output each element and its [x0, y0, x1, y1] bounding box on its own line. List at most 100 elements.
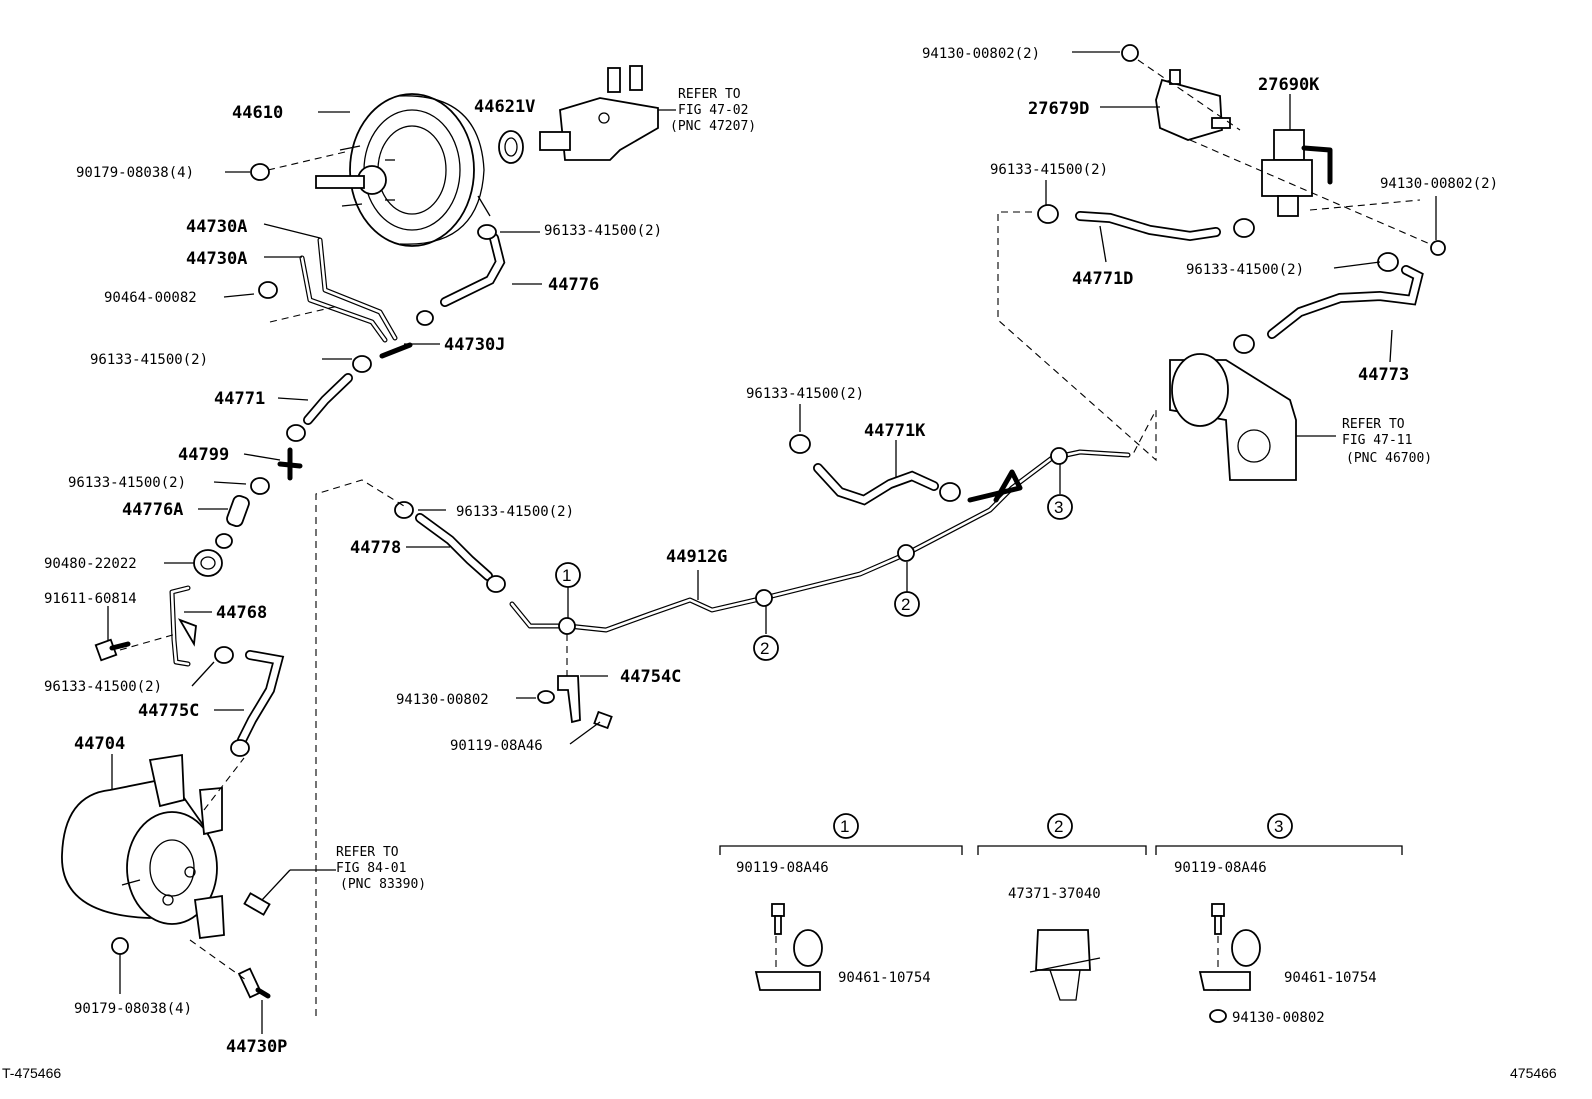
- callout-2-detail: 2: [1047, 813, 1073, 839]
- union-44730p-icon: [237, 967, 271, 999]
- svg-text:1: 1: [840, 817, 849, 836]
- label-90179-top: 90179-08038(4): [76, 165, 194, 181]
- label-44771d: 44771D: [1072, 269, 1133, 289]
- label-44799: 44799: [178, 445, 229, 465]
- hose-44775c-icon: [237, 650, 285, 745]
- svg-text:3: 3: [1274, 817, 1283, 836]
- leader-lines: [107, 51, 1437, 1034]
- callout-2-b: 2: [894, 591, 920, 617]
- switch-83390-icon: [243, 892, 271, 916]
- label-44621v: 44621V: [474, 97, 535, 117]
- detail1-parts-icon: [754, 903, 823, 991]
- label-90179-bot: 90179-08038(4): [74, 1001, 192, 1017]
- label-94130-mid: 94130-00802: [396, 692, 489, 708]
- label-90480: 90480-22022: [44, 556, 137, 572]
- svg-text:1: 1: [562, 566, 571, 585]
- label-44704: 44704: [74, 734, 125, 754]
- label-44771: 44771: [214, 389, 265, 409]
- label-d1-clamp: 90461-10754: [838, 970, 931, 986]
- label-44776: 44776: [548, 275, 599, 295]
- label-27679d: 27679D: [1028, 99, 1089, 119]
- label-44610: 44610: [232, 103, 283, 123]
- hose-44771d-icon: [1037, 204, 1255, 242]
- pipe-44768-icon: [169, 585, 197, 667]
- label-44776a: 44776A: [122, 500, 183, 520]
- grommet-90480-icon: [193, 549, 223, 577]
- label-44771k: 44771K: [864, 421, 926, 441]
- part-number-labels: 44610 44621V 90179-08038(4) 96133-41500(…: [44, 46, 1498, 1057]
- ref-84-01-line1: REFER TO: [336, 845, 399, 860]
- label-27690k: 27690K: [1258, 75, 1320, 95]
- bracket-44754c-icon: [537, 675, 613, 730]
- label-90464: 90464-00082: [104, 290, 197, 306]
- ref-47-11-line1: REFER TO: [1342, 417, 1405, 432]
- detail3-parts-icon: [1198, 903, 1261, 1023]
- label-96133-773: 96133-41500(2): [1186, 262, 1304, 278]
- svg-text:3: 3: [1054, 498, 1063, 517]
- ref-47-11-line3: (PNC 46700): [1346, 451, 1432, 466]
- vacuum-tank-icon: [61, 753, 225, 940]
- svg-text:2: 2: [901, 595, 910, 614]
- label-91611: 91611-60814: [44, 591, 137, 607]
- hose-44776-icon: [440, 233, 506, 307]
- callout-3-main: 3: [1047, 494, 1073, 520]
- reference-notes: REFER TO FIG 47-02 (PNC 47207) REFER TO …: [336, 87, 1432, 892]
- label-94130-right: 94130-00802(2): [1380, 176, 1498, 192]
- ref-47-02-line1: REFER TO: [678, 87, 741, 102]
- label-d3-clamp: 90461-10754: [1284, 970, 1377, 986]
- label-44912g: 44912G: [666, 547, 727, 567]
- ref-47-02-line3: (PNC 47207): [670, 119, 756, 134]
- ref-84-01-line2: FIG 84-01: [336, 861, 406, 876]
- label-94130-top: 94130-00802(2): [922, 46, 1040, 62]
- label-96133-771k: 96133-41500(2): [746, 386, 864, 402]
- label-44773: 44773: [1358, 365, 1409, 385]
- grommet-seal-icon: [498, 130, 524, 164]
- label-44730a-1: 44730A: [186, 217, 247, 237]
- vsv-bracket-27679d-icon: [1155, 69, 1231, 141]
- label-96133-j: 96133-41500(2): [90, 352, 208, 368]
- ref-47-02-line2: FIG 47-02: [678, 103, 748, 118]
- vacuum-pipe-44912g-icon: [509, 449, 1131, 633]
- label-96133-768: 96133-41500(2): [44, 679, 162, 695]
- ref-47-11-line2: FIG 47-11: [1342, 433, 1412, 448]
- label-96133-booster: 96133-41500(2): [544, 223, 662, 239]
- label-d1-bolt: 90119-08A46: [736, 860, 829, 876]
- booster-vacuum-pipes: [299, 237, 413, 359]
- bolt-91611-icon: [94, 638, 131, 662]
- detail2-clip-icon: [1029, 929, 1101, 1001]
- label-44768: 44768: [216, 603, 267, 623]
- tee-44799-icon: [277, 447, 303, 481]
- hose-44773-icon: [1233, 252, 1424, 354]
- label-90119-mid: 90119-08A46: [450, 738, 543, 754]
- ref-84-01-line3: (PNC 83390): [340, 877, 426, 892]
- label-96133-799: 96133-41500(2): [68, 475, 186, 491]
- hose-44778-icon: [394, 501, 506, 593]
- label-44778: 44778: [350, 538, 401, 558]
- label-44730a-2: 44730A: [186, 249, 247, 269]
- label-d3-nut: 94130-00802: [1232, 1010, 1325, 1026]
- label-d3-bolt: 90119-08A46: [1174, 860, 1267, 876]
- hose-44771-icon: [303, 373, 353, 425]
- svg-text:2: 2: [760, 639, 769, 658]
- label-96133-771d: 96133-41500(2): [990, 162, 1108, 178]
- callout-markers: 1 2 2 3 1 2 3: [555, 494, 1293, 839]
- vsv-27690k-icon: [1261, 129, 1333, 217]
- footer-left-id: T-475466: [2, 1065, 61, 1081]
- master-cylinder-icon: [539, 65, 659, 161]
- callout-3-detail: 3: [1267, 813, 1293, 839]
- hose-44776a-icon: [226, 494, 250, 528]
- svg-text:2: 2: [1054, 817, 1063, 836]
- label-44754c: 44754C: [620, 667, 681, 687]
- footer-right-id: 475466: [1510, 1065, 1557, 1081]
- hose-44771k-icon: [789, 434, 961, 506]
- clamp-icons: [111, 163, 497, 955]
- label-44775c: 44775C: [138, 701, 199, 721]
- label-d2-clip: 47371-37040: [1008, 886, 1101, 902]
- callout-1-main: 1: [555, 562, 581, 588]
- detail-brackets: [719, 845, 1403, 855]
- label-44730p: 44730P: [226, 1037, 287, 1057]
- brake-booster-icon: [315, 93, 491, 247]
- callout-1-detail: 1: [833, 813, 859, 839]
- callout-2-a: 2: [753, 635, 779, 661]
